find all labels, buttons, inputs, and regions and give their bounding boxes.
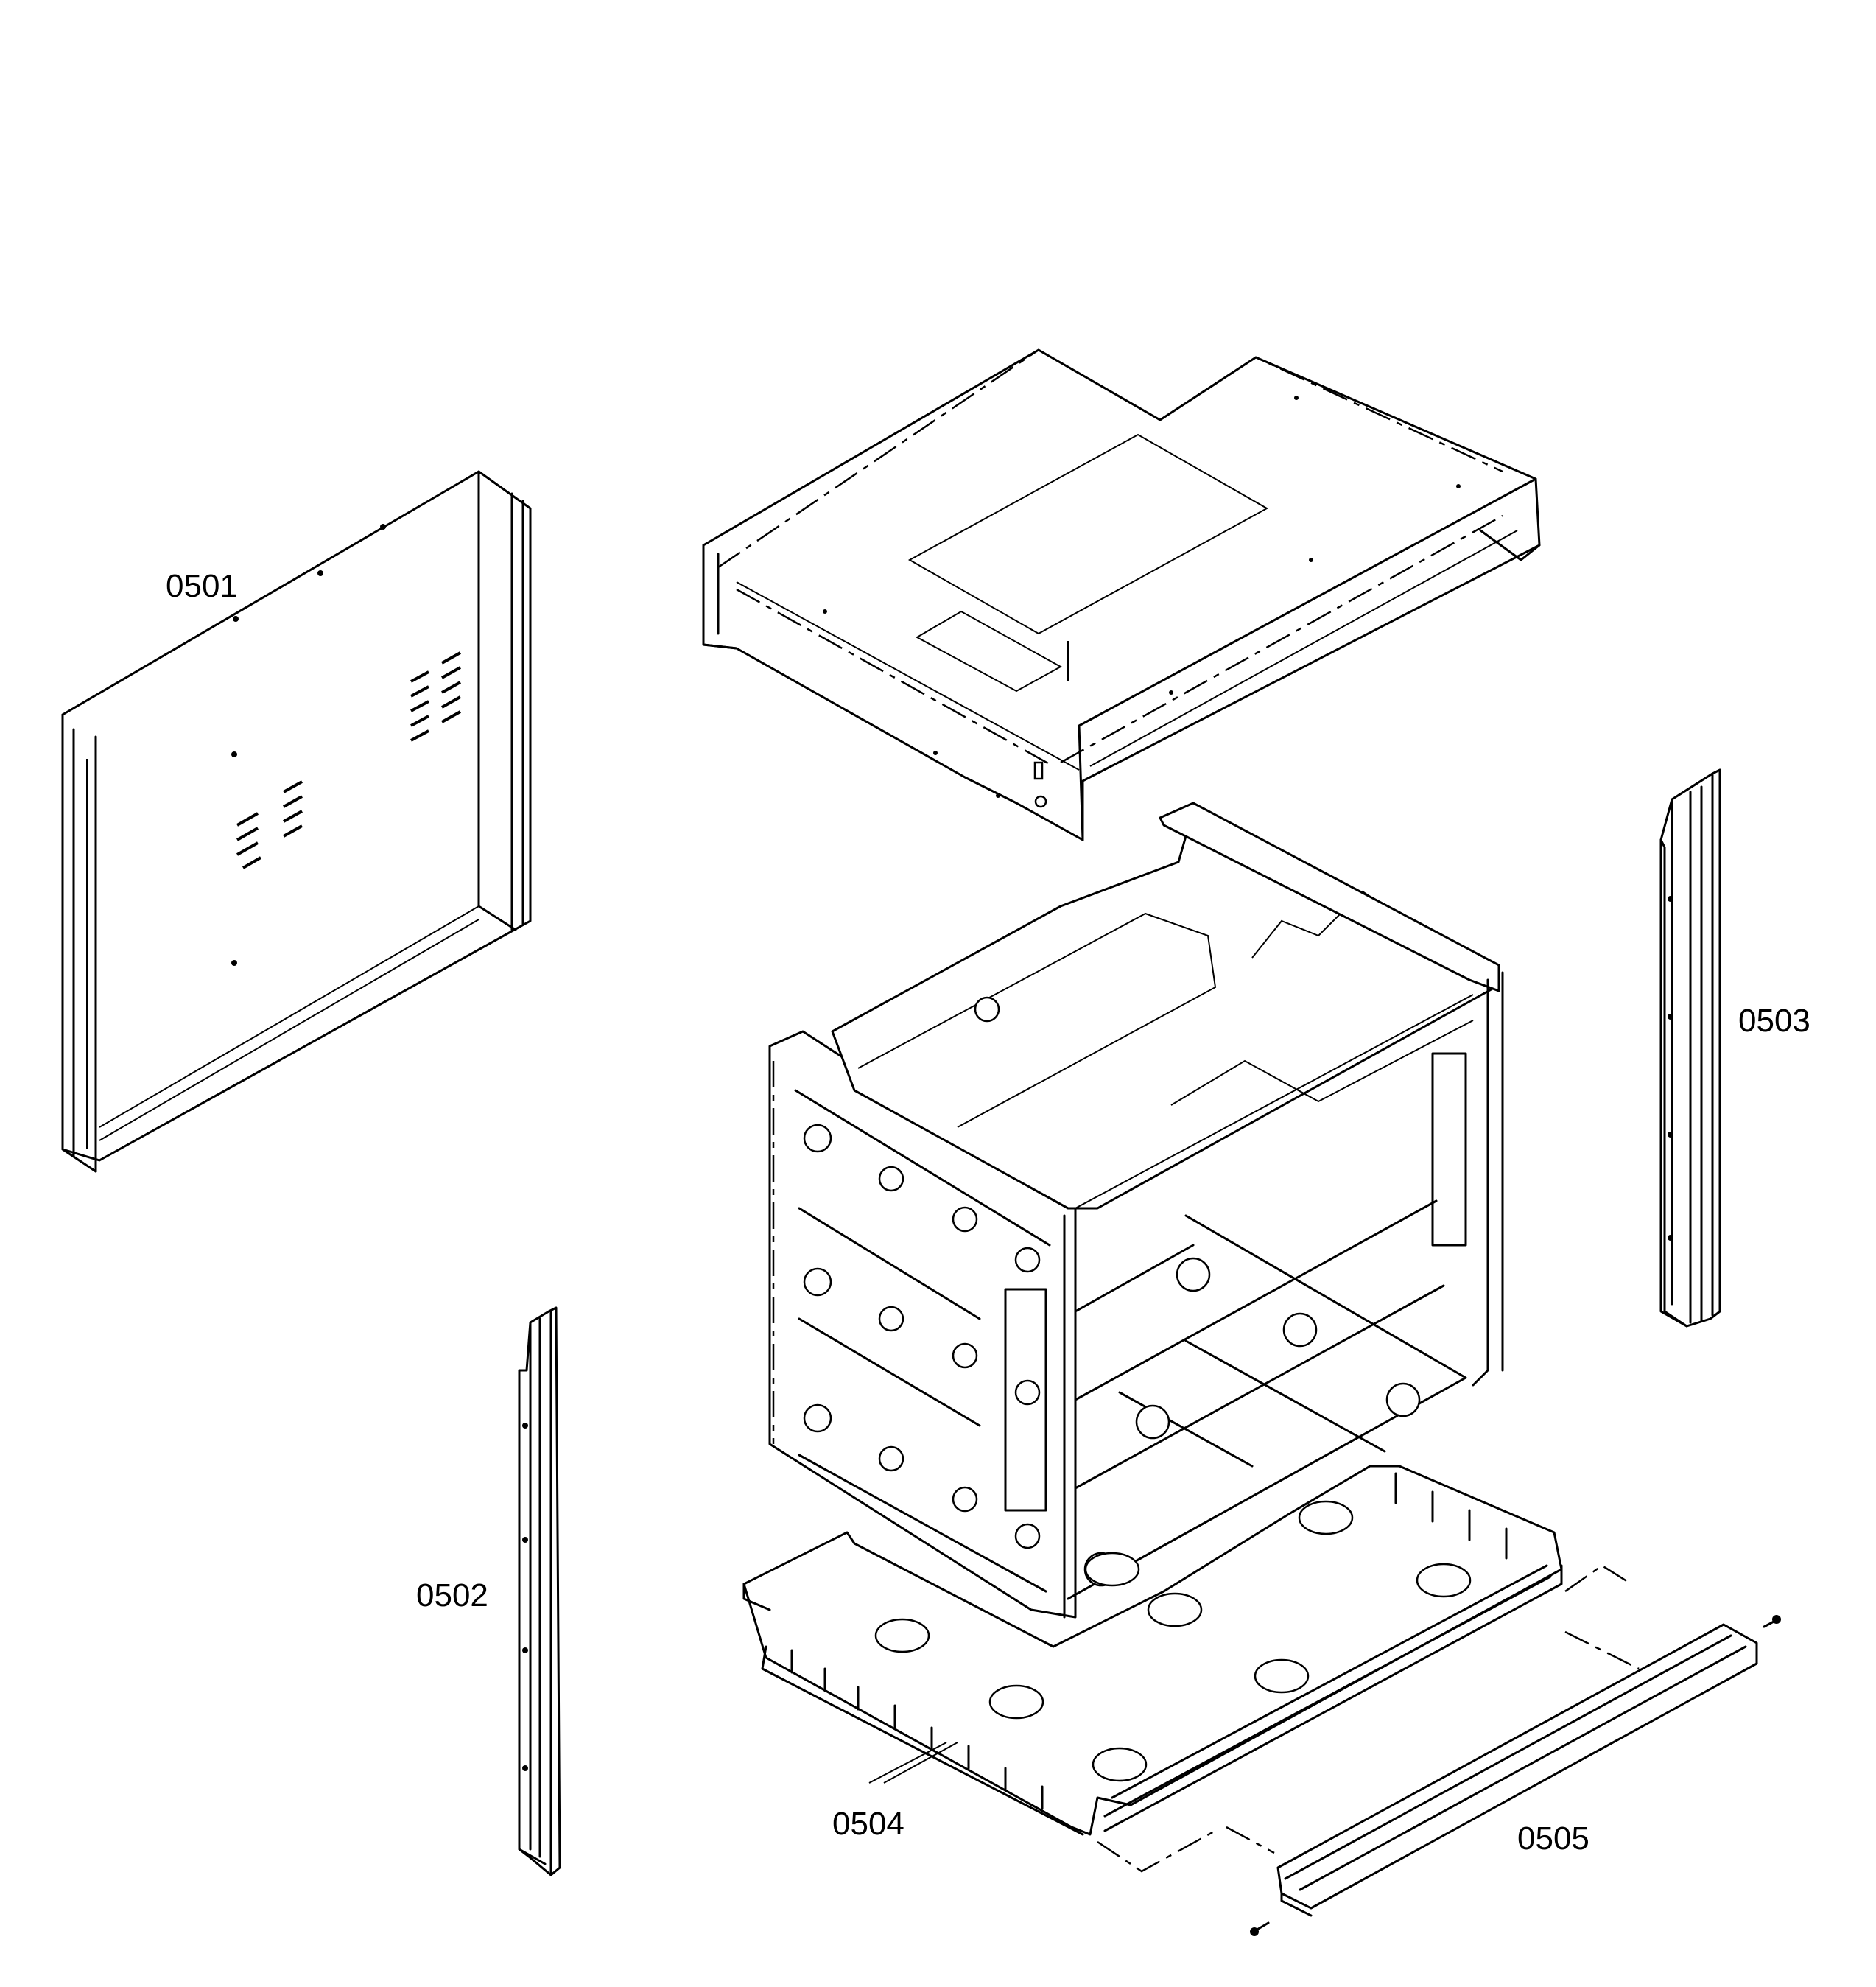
- bottom-pan-0504: [742, 1465, 1563, 1836]
- vent-slots-center: [236, 780, 303, 869]
- side-panel-0501: [61, 470, 532, 1173]
- oven-cavity-frame: [768, 802, 1504, 1619]
- pan-ribs: [790, 1472, 1508, 1810]
- label-0504: 0504: [832, 1806, 904, 1842]
- wall-bumps: [803, 1124, 1041, 1549]
- top-cover: [702, 348, 1541, 841]
- leader-lines: [868, 1742, 947, 1784]
- label-0503: 0503: [1738, 1003, 1810, 1039]
- front-trim-0505: [1097, 1564, 1781, 1936]
- rail-0503: [1659, 768, 1721, 1328]
- label-0501: 0501: [166, 568, 238, 604]
- rail-0502: [518, 1306, 561, 1876]
- label-0502: 0502: [416, 1577, 488, 1613]
- label-0505: 0505: [1517, 1820, 1589, 1857]
- pan-bumps: [874, 1500, 1472, 1782]
- vent-slots-upper: [410, 651, 461, 742]
